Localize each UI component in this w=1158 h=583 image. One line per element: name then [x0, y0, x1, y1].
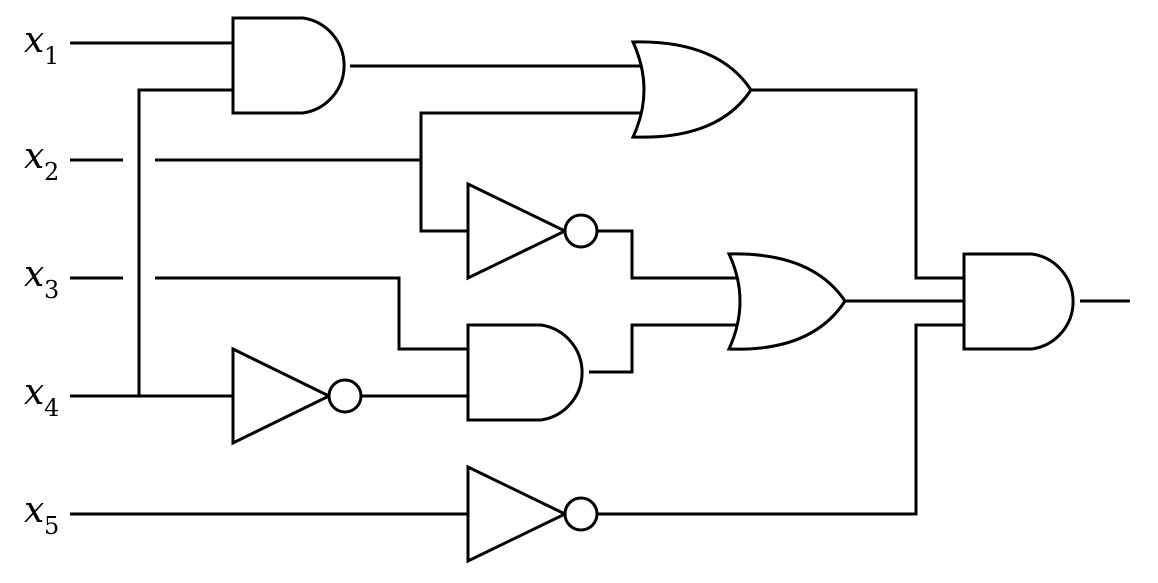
or-gate-2-body	[726, 252, 847, 351]
input-sub-x4: 4	[44, 394, 59, 422]
or-gate-2	[726, 252, 847, 351]
wire-not3-to-and3	[597, 323, 964, 516]
input-sub-x1: 1	[44, 42, 59, 70]
wire-x3-b	[155, 276, 468, 351]
and-gate-1	[231, 16, 346, 115]
not-gate-3	[466, 464, 599, 564]
wire-x4-branch	[137, 88, 233, 396]
not-gate-1-body	[466, 181, 569, 281]
wire-not1-to-or2	[597, 229, 737, 280]
wire-and2-to-or2	[589, 323, 737, 374]
input-var-x1: x	[24, 20, 44, 61]
not-gate-3-body	[466, 464, 569, 564]
wires	[70, 41, 1130, 516]
input-var-x5: x	[24, 490, 44, 531]
not-gate-2	[231, 346, 363, 446]
and-gate-2	[466, 323, 584, 422]
wire-x2-to-not1	[419, 160, 468, 233]
input-label-x3: x 3	[24, 254, 59, 304]
or-gate-1	[630, 40, 753, 139]
and-gate-2-body	[466, 323, 584, 422]
or-gate-1-body	[630, 40, 753, 139]
input-sub-x2: 2	[44, 158, 59, 186]
not-gate-3-bubble	[563, 496, 599, 532]
input-var-x2: x	[24, 136, 44, 177]
wire-x2-to-or1	[419, 111, 640, 160]
input-sub-x3: 3	[44, 276, 59, 304]
and-gate-3-body	[962, 252, 1075, 351]
input-label-x4: x 4	[24, 372, 59, 422]
and-gate-3	[962, 252, 1075, 351]
wire-or1-to-and3	[751, 88, 964, 280]
and-gate-1-body	[231, 16, 346, 115]
not-gate-1-bubble	[563, 213, 599, 249]
input-label-x5: x 5	[24, 490, 59, 540]
input-var-x4: x	[24, 372, 44, 413]
not-gate-1	[466, 181, 599, 281]
not-gate-2-bubble	[327, 378, 363, 414]
input-label-x2: x 2	[24, 136, 59, 186]
input-var-x3: x	[24, 254, 44, 295]
input-label-x1: x 1	[24, 20, 59, 70]
input-sub-x5: 5	[44, 512, 59, 540]
not-gate-2-body	[231, 346, 333, 446]
